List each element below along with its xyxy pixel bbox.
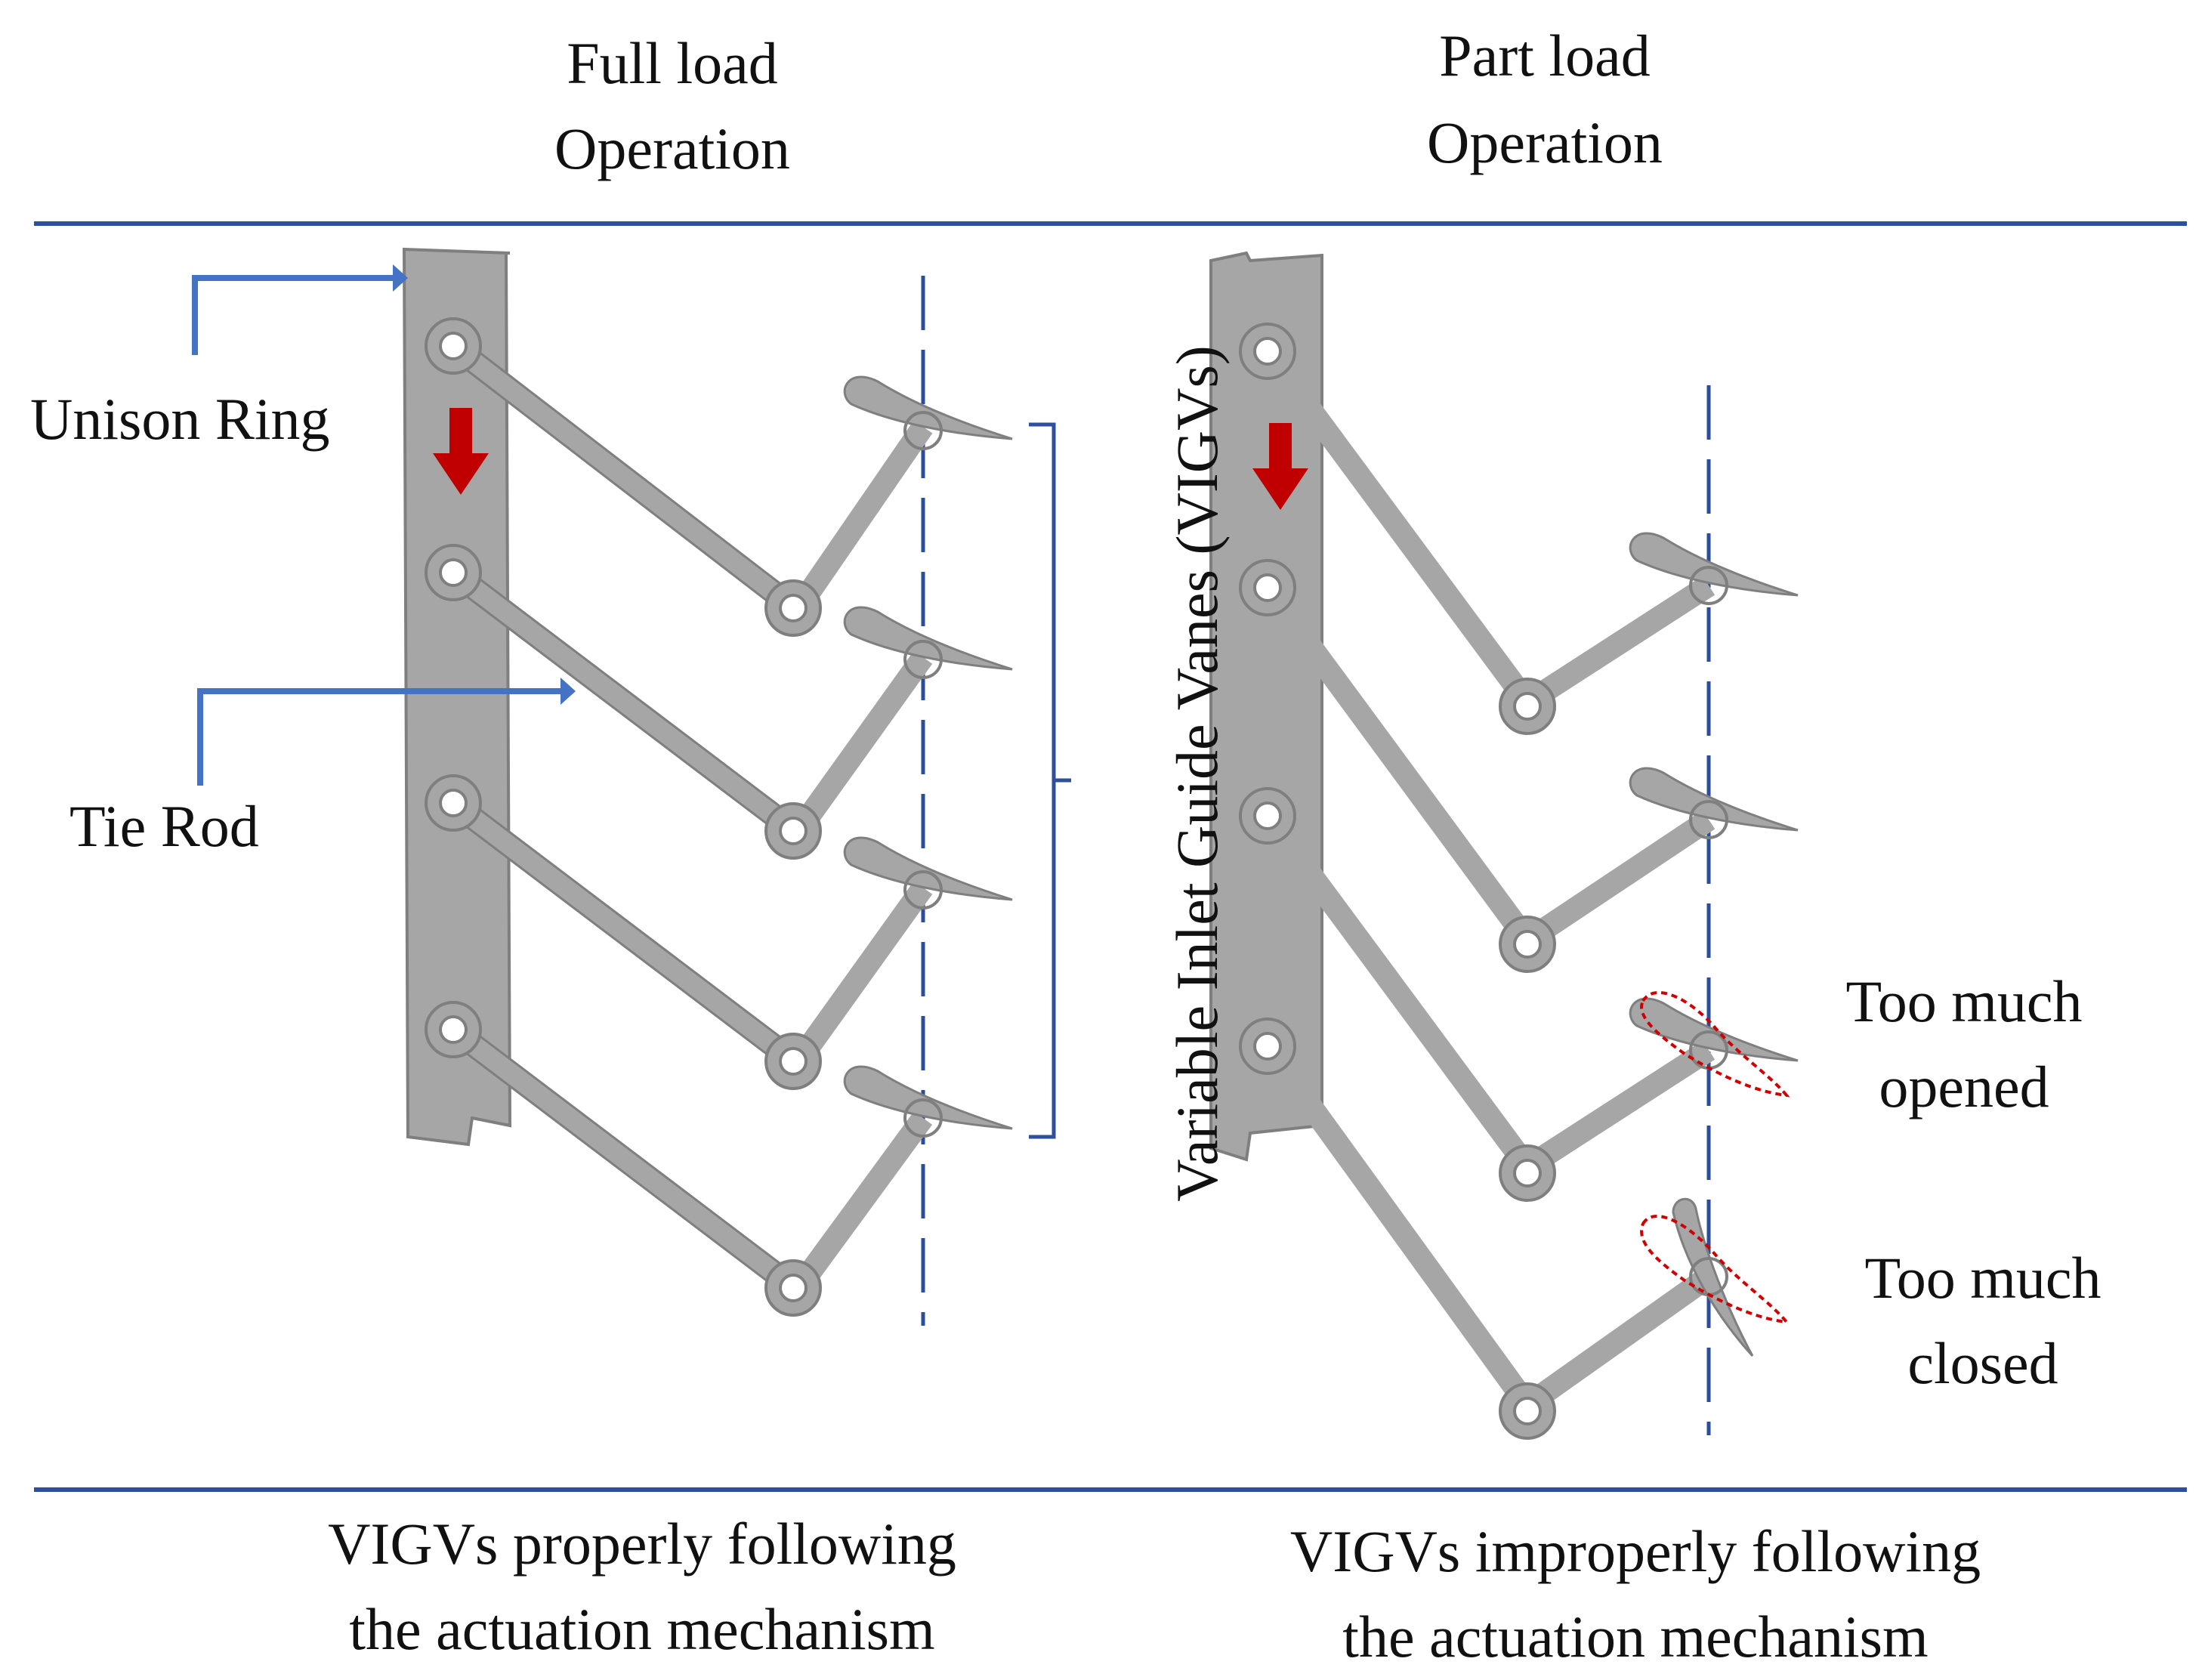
too-much-opened-line1: Too much	[1845, 968, 2083, 1034]
unison-ring-left	[402, 247, 512, 1147]
lever-eye-left	[764, 579, 822, 637]
too-much-closed-line1: Too much	[1864, 1245, 2102, 1311]
improperly-caption-line2: the actuation mechanism	[1342, 1604, 1929, 1669]
vigv-bracket	[1029, 422, 1056, 1139]
tie-rods-right	[1258, 344, 1716, 1415]
improperly-caption-line1: VIGVs improperly following	[1289, 1518, 1981, 1584]
lever-eye-left	[764, 1259, 822, 1317]
lever-eye-right	[1499, 916, 1556, 973]
part-load-title-line2: Operation	[1427, 110, 1663, 175]
full-load-panel	[192, 247, 1071, 1326]
vane-closed	[1672, 1197, 1754, 1357]
ring-eye-left	[425, 774, 482, 832]
deviation-opened-outline	[1640, 991, 1790, 1098]
tie-rod-pointer	[197, 688, 568, 786]
unison-ring-pointer	[192, 275, 400, 355]
too-much-closed-line2: closed	[1907, 1330, 2058, 1396]
vane-pivots-left	[903, 411, 943, 1138]
lever-eye-left	[764, 802, 822, 860]
tie-rod-label: Tie Rod	[69, 793, 259, 859]
rod-outlines-left	[446, 335, 796, 1295]
vane-right	[1629, 767, 1799, 832]
full-load-title-line1: Full load	[567, 30, 778, 96]
ring-eye-left	[425, 317, 482, 375]
vigv-label: Variable Inlet Guide Vanes (VIGVs)	[1164, 345, 1230, 1202]
vane-right	[1629, 997, 1799, 1062]
tie-rods-left	[446, 337, 933, 1297]
properly-caption-line2: the actuation mechanism	[349, 1596, 935, 1662]
vane-left	[843, 606, 1014, 671]
ring-eye-right	[1239, 787, 1296, 845]
lever-eye-left	[764, 1033, 822, 1090]
part-load-title-line1: Part load	[1439, 23, 1651, 88]
vane-left	[843, 375, 1014, 440]
ring-eye-right	[1239, 323, 1296, 380]
lever-eye-right	[1499, 678, 1556, 735]
movement-arrow-left	[433, 408, 489, 495]
deviation-closed-outline	[1640, 1215, 1790, 1324]
full-load-title-line2: Operation	[554, 116, 790, 181]
movement-arrow-right	[1252, 423, 1308, 510]
ring-eye-left	[425, 544, 482, 601]
ring-eye-left	[425, 1001, 482, 1058]
unison-ring-label: Unison Ring	[30, 386, 330, 452]
ring-eye-right	[1239, 559, 1296, 616]
part-load-panel	[1209, 251, 1799, 1440]
lever-eye-right	[1499, 1382, 1556, 1440]
properly-caption-line1: VIGVs properly following	[328, 1511, 956, 1577]
ring-eye-right	[1239, 1018, 1296, 1075]
vane-right	[1629, 532, 1799, 597]
too-much-opened-line2: opened	[1879, 1054, 2049, 1119]
vane-left	[843, 1065, 1014, 1130]
vane-left	[843, 836, 1014, 901]
lever-eye-right	[1499, 1144, 1556, 1202]
